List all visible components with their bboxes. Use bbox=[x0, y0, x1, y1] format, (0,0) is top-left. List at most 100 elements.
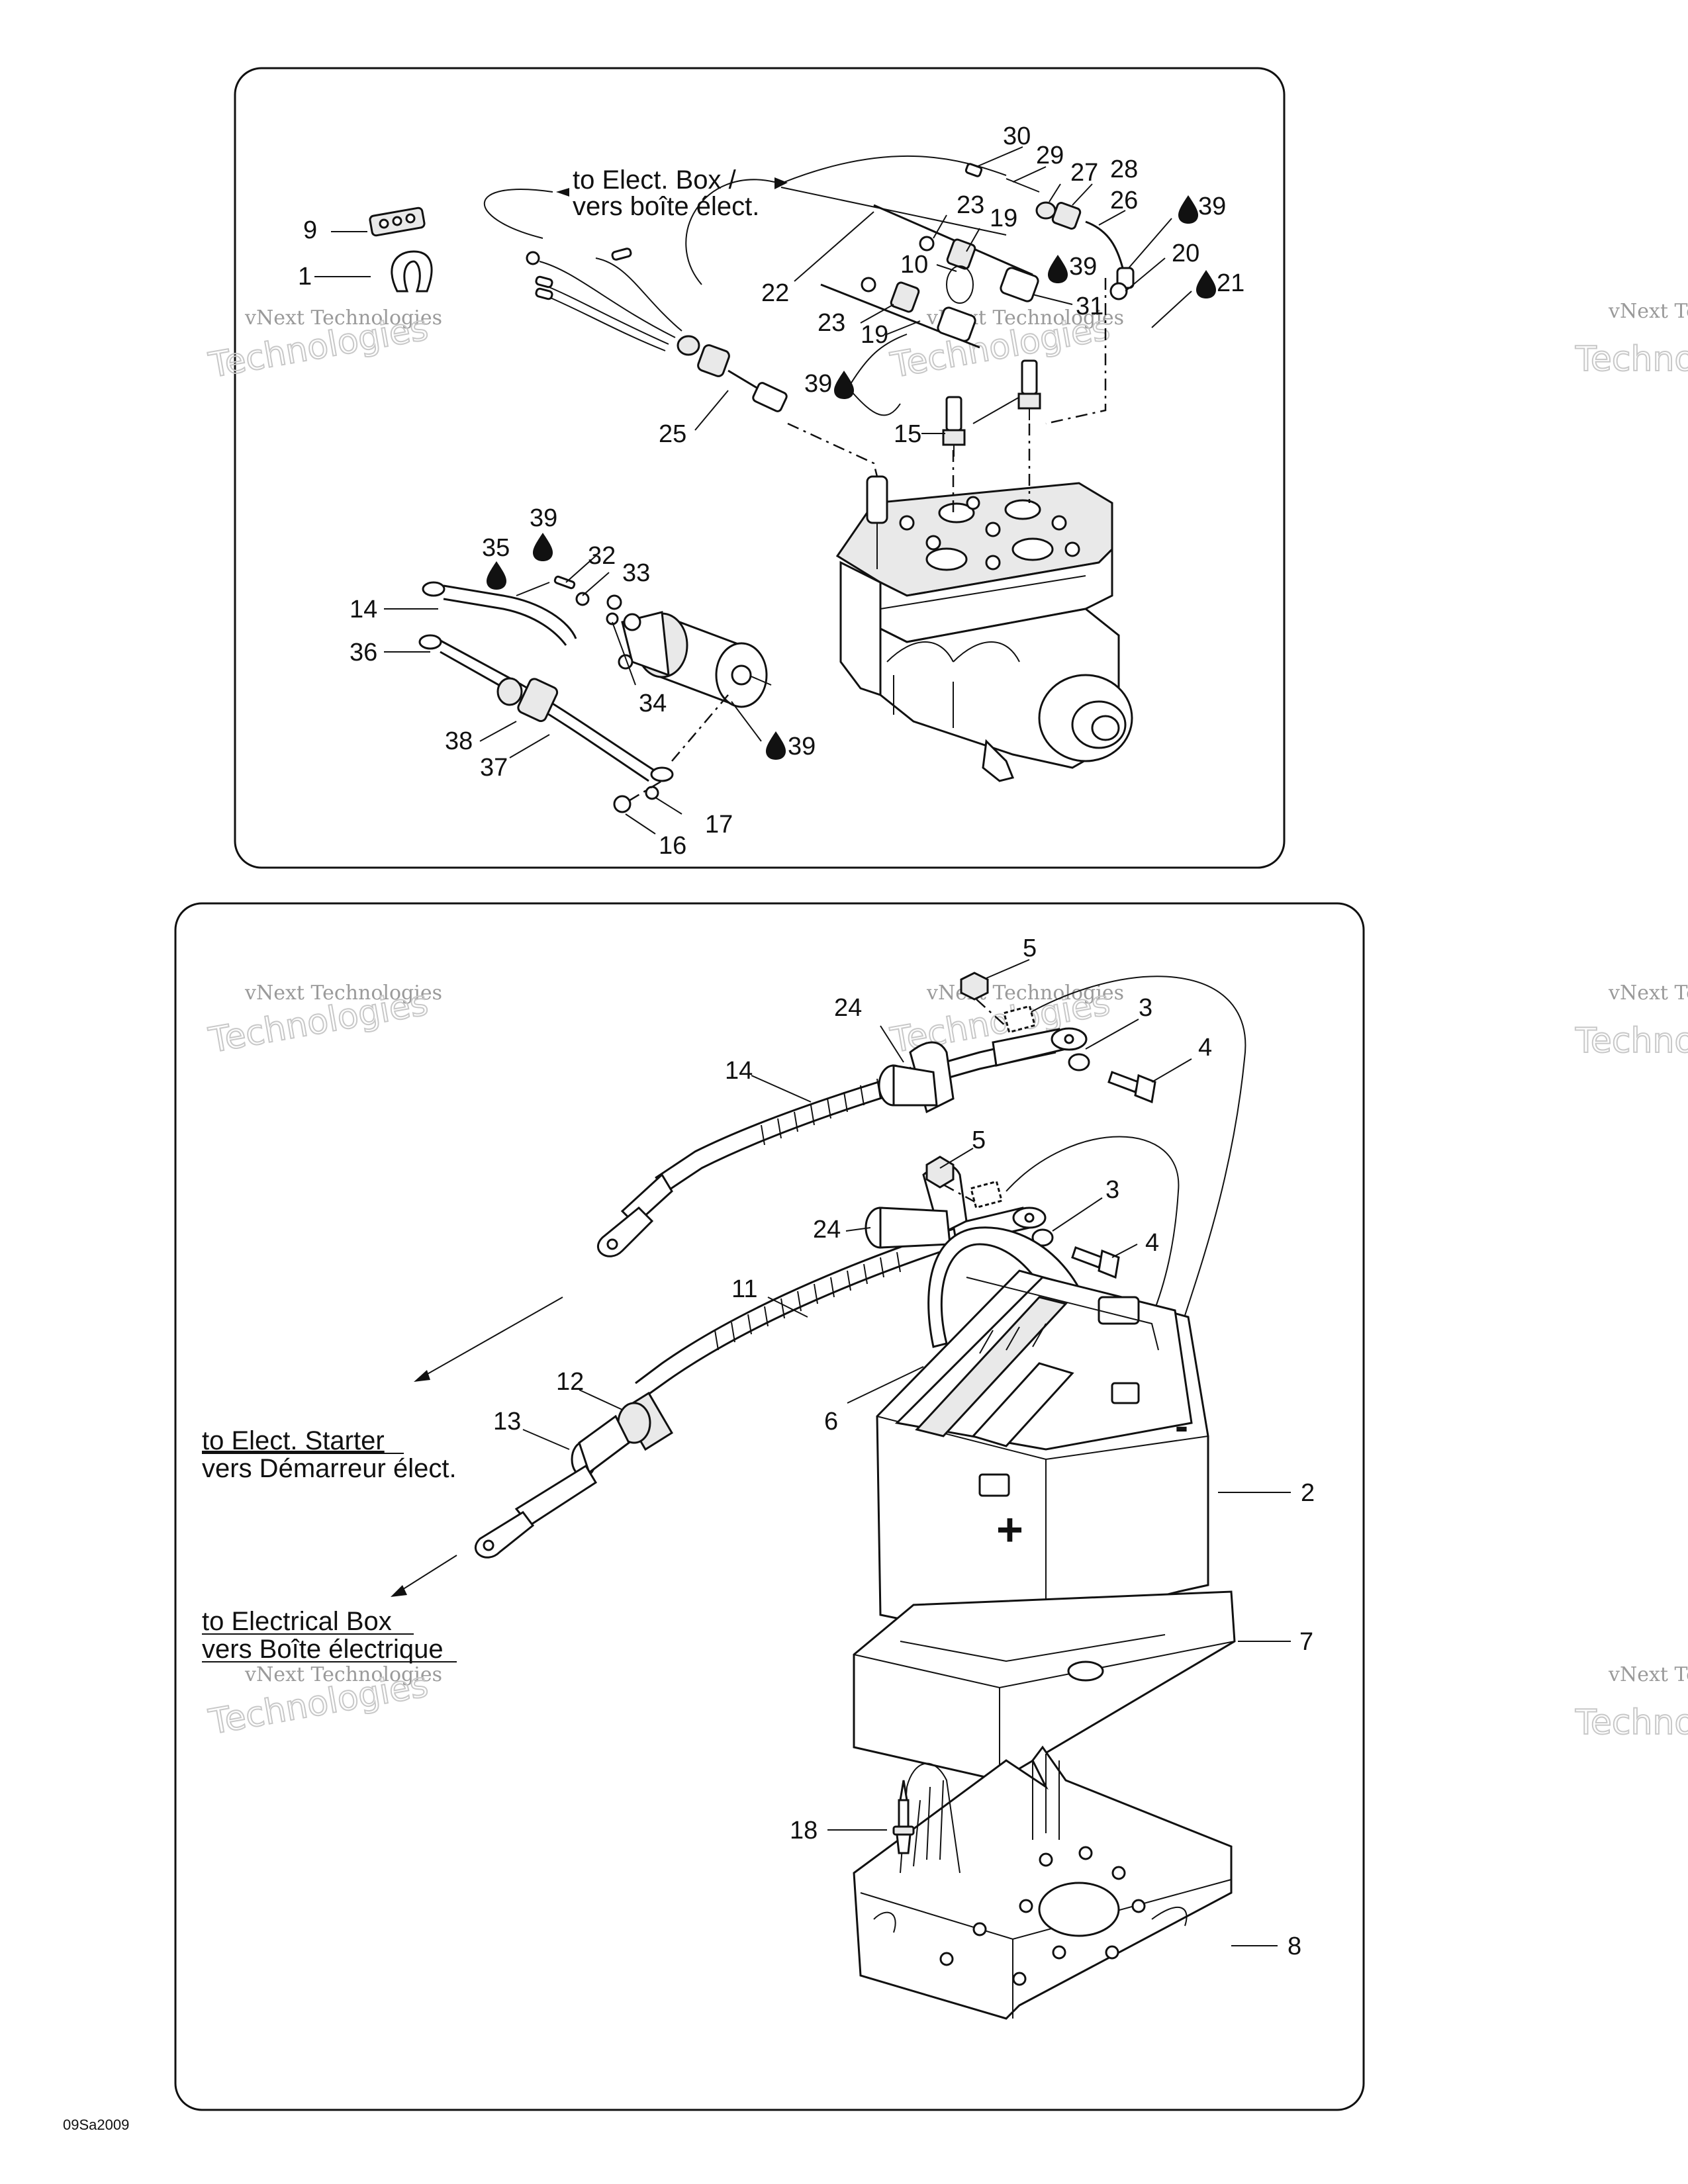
callout-10: 10 bbox=[900, 251, 928, 279]
spark-cap bbox=[1000, 267, 1039, 302]
harness-wire bbox=[727, 369, 762, 392]
callout-14: 14 bbox=[350, 596, 377, 623]
harness-wire bbox=[595, 257, 682, 332]
drop-icon bbox=[1178, 195, 1198, 224]
terminal-boot bbox=[878, 1041, 955, 1114]
drop-icon bbox=[1196, 270, 1216, 298]
callout-2: 2 bbox=[1301, 1479, 1315, 1507]
callout-5: 5 bbox=[1023, 934, 1037, 962]
loop-wire bbox=[1012, 976, 1246, 1338]
starter-note-en: to Elect. Starter bbox=[202, 1426, 385, 1455]
centerline bbox=[671, 694, 729, 762]
grommet bbox=[919, 236, 935, 251]
bullet-connector bbox=[535, 275, 553, 289]
nut-hidden bbox=[1002, 1005, 1037, 1034]
callout-27: 27 bbox=[1070, 159, 1098, 187]
spark-cap bbox=[937, 306, 976, 342]
callout-38: 38 bbox=[445, 727, 473, 755]
rivet bbox=[892, 1780, 915, 1854]
callout-13: 13 bbox=[493, 1408, 521, 1435]
spark-plug bbox=[1017, 359, 1041, 420]
svg-text:Technologies: Technologies bbox=[1575, 1021, 1688, 1061]
arrow-head bbox=[774, 177, 788, 189]
callout-6: 6 bbox=[824, 1408, 838, 1435]
lower-panel-artwork: + - bbox=[391, 972, 1246, 2020]
elect-box-note-en: to Elect. Box / bbox=[573, 165, 737, 195]
callout-20: 20 bbox=[1172, 240, 1199, 267]
terminal-boot bbox=[865, 1163, 968, 1249]
wire-loop bbox=[946, 265, 974, 304]
drop-icon bbox=[487, 561, 506, 590]
elect-box-note-fr: vers boîte élect. bbox=[573, 192, 759, 221]
svg-text:Technologies: Technologies bbox=[1575, 340, 1688, 379]
wire-nut bbox=[1051, 201, 1082, 230]
callout-15: 15 bbox=[894, 420, 921, 448]
direction-arrows bbox=[391, 1297, 563, 1597]
callout-28: 28 bbox=[1110, 156, 1138, 183]
leader-curve bbox=[483, 189, 553, 239]
lower-panel-frame bbox=[174, 902, 1365, 2111]
starter-note-fr: vers Démarreur élect. bbox=[202, 1454, 457, 1483]
svg-text:vNext Technologies: vNext Technologies bbox=[1608, 300, 1688, 323]
cable-14 bbox=[443, 584, 577, 639]
leader-curve bbox=[780, 187, 1007, 236]
grommet bbox=[1035, 201, 1056, 220]
callout-24: 24 bbox=[813, 1216, 841, 1244]
callout-36: 36 bbox=[350, 639, 377, 666]
lower-leaders bbox=[522, 959, 1291, 1946]
bolt bbox=[1107, 1071, 1156, 1104]
leader-curve bbox=[784, 155, 1007, 183]
svg-text:Technologies: Technologies bbox=[1575, 1703, 1688, 1743]
nut bbox=[613, 795, 632, 813]
svg-text:vNext Technologies: vNext Technologies bbox=[244, 981, 442, 1005]
callout-12: 12 bbox=[556, 1368, 584, 1396]
callout-16: 16 bbox=[659, 832, 686, 860]
ring-terminal bbox=[418, 634, 442, 650]
washer bbox=[606, 594, 622, 610]
callout-4: 4 bbox=[1198, 1034, 1212, 1062]
callout-39: 39 bbox=[530, 504, 557, 532]
ring-terminal bbox=[422, 581, 445, 597]
battery-minus: - bbox=[1175, 1404, 1188, 1448]
screw bbox=[553, 575, 576, 590]
callout-33: 33 bbox=[622, 559, 650, 587]
callout-23: 23 bbox=[818, 309, 845, 337]
callout-37: 37 bbox=[480, 754, 508, 782]
callout-8: 8 bbox=[1288, 1933, 1301, 1960]
engine-block bbox=[835, 475, 1133, 782]
nut bbox=[925, 1156, 955, 1189]
battery-tray bbox=[853, 1745, 1233, 2020]
loop-wire bbox=[1006, 1136, 1180, 1318]
callout-34: 34 bbox=[639, 690, 667, 717]
svg-text:vNext Technologies: vNext Technologies bbox=[926, 981, 1124, 1005]
callout-14: 14 bbox=[725, 1057, 753, 1085]
upper-panel-artwork bbox=[369, 155, 1135, 813]
callout-3: 3 bbox=[1105, 1176, 1119, 1204]
callout-18: 18 bbox=[790, 1817, 818, 1844]
callout-5: 5 bbox=[972, 1126, 986, 1154]
wire-nut bbox=[890, 281, 920, 313]
callout-11: 11 bbox=[731, 1275, 757, 1303]
positive-cable-14 bbox=[597, 1027, 1088, 1257]
ring-terminal bbox=[650, 766, 674, 782]
svg-text:vNext Technologies: vNext Technologies bbox=[1608, 981, 1688, 1005]
connector-housing bbox=[752, 382, 788, 412]
leader-curve bbox=[685, 179, 775, 285]
callout-19: 19 bbox=[861, 321, 888, 349]
callout-26: 26 bbox=[1110, 187, 1138, 214]
grommet bbox=[496, 677, 523, 706]
drop-icon bbox=[533, 533, 553, 561]
svg-text:vNext Technologies: vNext Technologies bbox=[1608, 1663, 1688, 1686]
callout-39: 39 bbox=[788, 733, 816, 760]
washer bbox=[1068, 1053, 1090, 1071]
callout-35: 35 bbox=[482, 534, 510, 562]
watermark-edge: vNext Technologies Technologies vNext Te… bbox=[1574, 300, 1688, 1743]
battery bbox=[876, 1269, 1209, 1641]
box-note-fr: vers Boîte électrique bbox=[202, 1635, 444, 1664]
ring-terminal bbox=[526, 251, 540, 265]
callout-24: 24 bbox=[834, 994, 862, 1022]
washer bbox=[645, 786, 659, 800]
callout-39: 39 bbox=[1069, 253, 1097, 281]
bullet-connector bbox=[611, 248, 632, 261]
wire-clip bbox=[369, 206, 426, 237]
